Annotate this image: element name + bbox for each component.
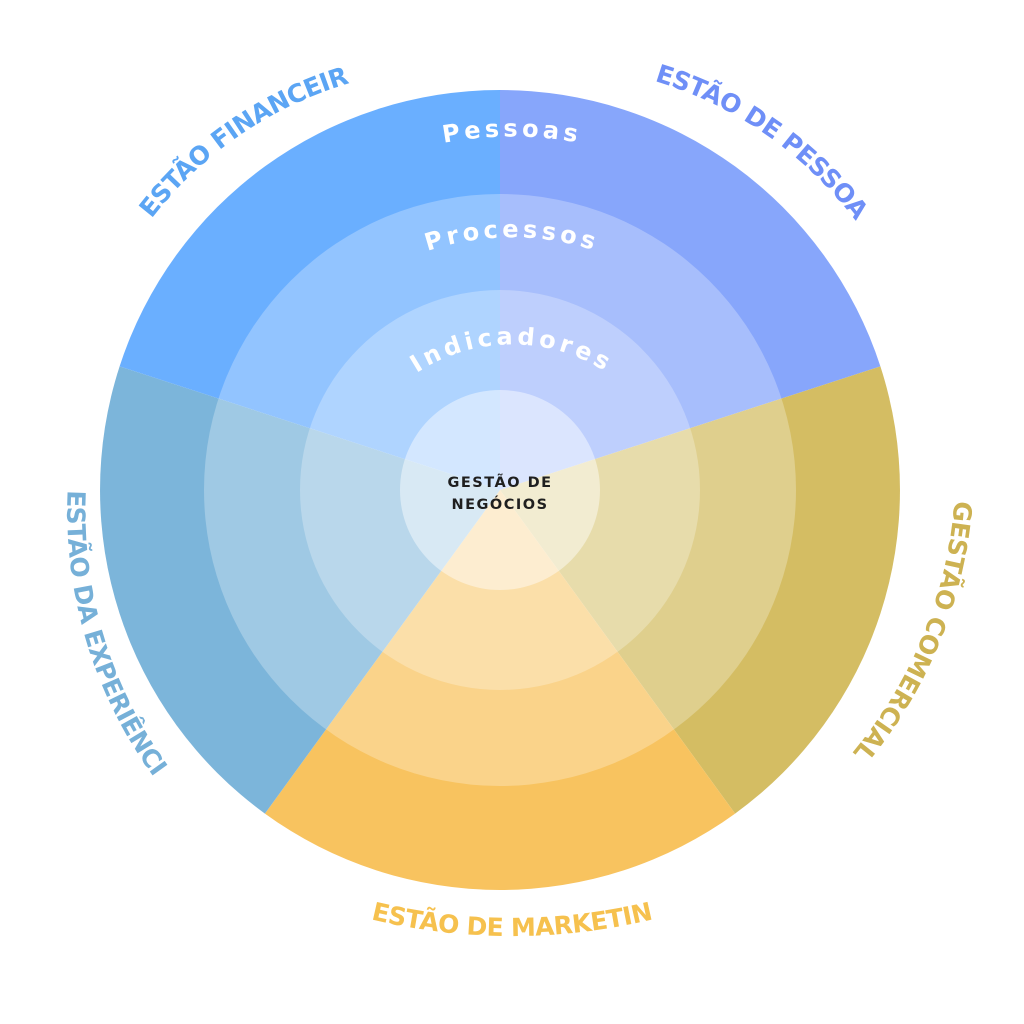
sector-wedge-pessoas [500, 90, 881, 490]
sector-wedge-financeira [119, 90, 500, 490]
center-disc [400, 390, 600, 590]
center-label-line2: NEGÓCIOS [451, 495, 548, 513]
ring-processos [204, 194, 796, 786]
center-label-line1: GESTÃO DE [447, 474, 552, 491]
sector-wedges [100, 90, 900, 890]
ring-indicadores [300, 290, 700, 690]
sector-wedge-comercial [500, 366, 900, 814]
sector-wedge-marketing [264, 490, 736, 890]
sector-wedge-experiencia [100, 366, 500, 814]
